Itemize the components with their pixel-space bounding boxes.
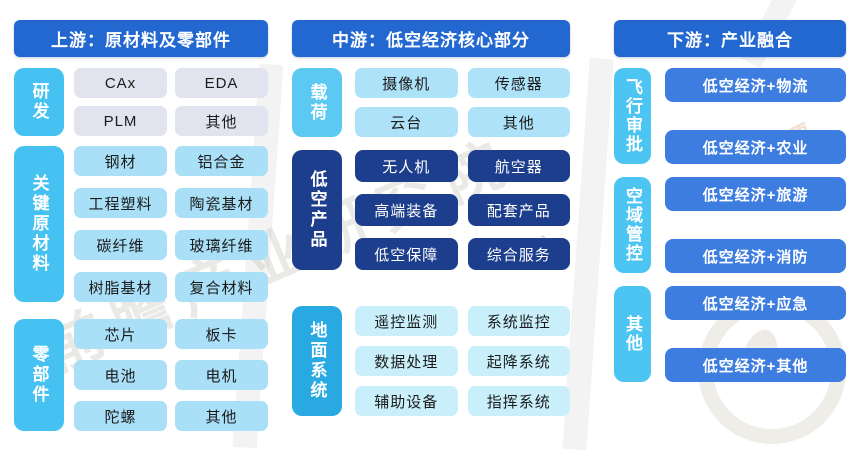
column-separator-bar bbox=[562, 57, 614, 451]
group-items: 低空经济+旅游低空经济+消防 bbox=[665, 177, 846, 273]
item: 电池 bbox=[74, 360, 167, 390]
item: 玻璃纤维 bbox=[175, 230, 268, 260]
item: 起降系统 bbox=[467, 346, 570, 376]
group: 地面系统遥控监测系统监控数据处理起降系统辅助设备指挥系统 bbox=[292, 306, 570, 416]
item: 辅助设备 bbox=[355, 386, 458, 416]
item: 配套产品 bbox=[467, 194, 570, 226]
group: 研发 CAx EDA PLM 其他 bbox=[14, 68, 268, 136]
group-items: 无人机航空器高端装备配套产品低空保障综合服务 bbox=[355, 150, 570, 270]
item: 复合材料 bbox=[175, 272, 268, 302]
item: 低空经济+应急 bbox=[665, 286, 846, 320]
group-label: 低空产品 bbox=[292, 150, 342, 270]
item: 摄像机 bbox=[355, 68, 458, 98]
item: 航空器 bbox=[467, 150, 570, 182]
item: CAx bbox=[74, 68, 167, 98]
item: 其他 bbox=[175, 401, 268, 431]
group-items: 低空经济+物流低空经济+农业 bbox=[665, 68, 846, 164]
group: 关键原材料钢材铝合金工程塑料陶瓷基材碳纤维玻璃纤维树脂基材复合材料 bbox=[14, 146, 268, 302]
item: 树脂基材 bbox=[74, 272, 167, 302]
group-items: 低空经济+应急低空经济+其他 bbox=[665, 286, 846, 382]
group: 飞行审批低空经济+物流低空经济+农业 bbox=[614, 68, 846, 164]
item: 钢材 bbox=[74, 146, 167, 176]
item: EDA bbox=[175, 68, 268, 98]
item: 铝合金 bbox=[175, 146, 268, 176]
group: 其他低空经济+应急低空经济+其他 bbox=[614, 286, 846, 382]
item: 板卡 bbox=[175, 319, 268, 349]
column-midstream: 中游：低空经济核心部分 载荷摄像机传感器云台其他低空产品无人机航空器高端装备配套… bbox=[292, 20, 570, 416]
item: 电机 bbox=[175, 360, 268, 390]
item: 数据处理 bbox=[355, 346, 458, 376]
group-label: 关键原材料 bbox=[14, 146, 64, 302]
group-label: 地面系统 bbox=[292, 306, 342, 416]
item: 低空保障 bbox=[355, 238, 458, 270]
group-items: 遥控监测系统监控数据处理起降系统辅助设备指挥系统 bbox=[355, 306, 570, 416]
downstream-header: 下游：产业融合 bbox=[614, 20, 846, 57]
item: 低空经济+物流 bbox=[665, 68, 846, 102]
item: 系统监控 bbox=[467, 306, 570, 336]
item: PLM bbox=[74, 106, 167, 136]
group-label: 零部件 bbox=[14, 319, 64, 431]
group-label: 空域管控 bbox=[614, 177, 651, 273]
midstream-header: 中游：低空经济核心部分 bbox=[292, 20, 570, 57]
group-items: 摄像机传感器云台其他 bbox=[355, 68, 570, 137]
item: 高端装备 bbox=[355, 194, 458, 226]
item: 碳纤维 bbox=[74, 230, 167, 260]
item: 无人机 bbox=[355, 150, 458, 182]
item: 低空经济+消防 bbox=[665, 239, 846, 273]
group: 载荷摄像机传感器云台其他 bbox=[292, 68, 570, 137]
item: 工程塑料 bbox=[74, 188, 167, 218]
item: 低空经济+旅游 bbox=[665, 177, 846, 211]
group: 低空产品无人机航空器高端装备配套产品低空保障综合服务 bbox=[292, 150, 570, 270]
item: 陀螺 bbox=[74, 401, 167, 431]
group: 空域管控低空经济+旅游低空经济+消防 bbox=[614, 177, 846, 273]
item: 综合服务 bbox=[467, 238, 570, 270]
group-items: 钢材铝合金工程塑料陶瓷基材碳纤维玻璃纤维树脂基材复合材料 bbox=[74, 146, 268, 302]
column-downstream: 下游：产业融合 飞行审批低空经济+物流低空经济+农业空域管控低空经济+旅游低空经… bbox=[614, 20, 846, 395]
midstream-groups: 载荷摄像机传感器云台其他低空产品无人机航空器高端装备配套产品低空保障综合服务地面… bbox=[292, 68, 570, 416]
group-label: 其他 bbox=[614, 286, 651, 382]
group-label: 研发 bbox=[14, 68, 64, 136]
item: 遥控监测 bbox=[355, 306, 458, 336]
group-label: 飞行审批 bbox=[614, 68, 651, 164]
group-items: CAx EDA PLM 其他 bbox=[74, 68, 268, 136]
item: 芯片 bbox=[74, 319, 167, 349]
item: 其他 bbox=[467, 107, 570, 137]
item: 其他 bbox=[175, 106, 268, 136]
item: 传感器 bbox=[467, 68, 570, 98]
item: 云台 bbox=[355, 107, 458, 137]
group-items: 芯片板卡电池电机陀螺其他 bbox=[74, 319, 268, 431]
upstream-header: 上游：原材料及零部件 bbox=[14, 20, 268, 57]
group: 零部件芯片板卡电池电机陀螺其他 bbox=[14, 319, 268, 431]
group-label: 载荷 bbox=[292, 68, 342, 137]
item: 陶瓷基材 bbox=[175, 188, 268, 218]
item: 低空经济+农业 bbox=[665, 130, 846, 164]
item: 低空经济+其他 bbox=[665, 348, 846, 382]
item: 指挥系统 bbox=[467, 386, 570, 416]
downstream-groups: 飞行审批低空经济+物流低空经济+农业空域管控低空经济+旅游低空经济+消防其他低空… bbox=[614, 68, 846, 395]
